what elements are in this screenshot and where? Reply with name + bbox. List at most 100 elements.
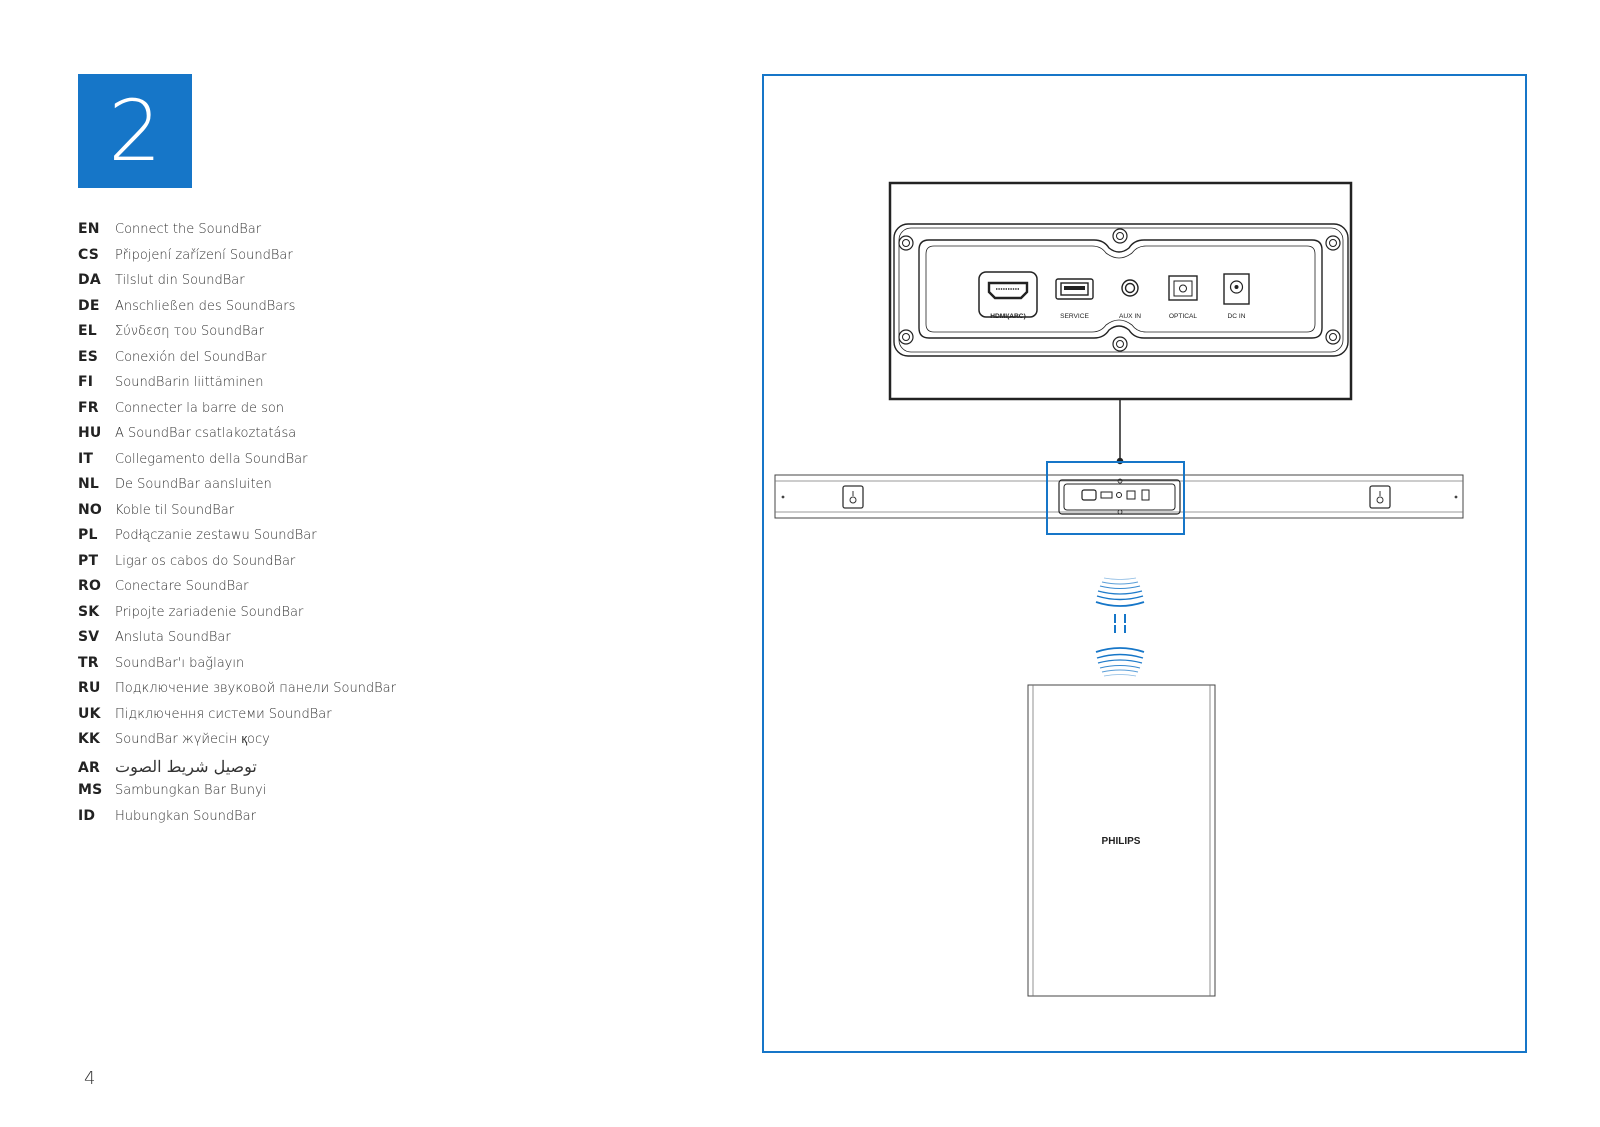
language-instruction: Anschließen des SoundBars [115,298,296,314]
language-code: RO [78,578,102,594]
language-row: NO Koble til SoundBar [78,502,598,528]
language-code: EL [78,323,97,339]
language-row: RU Подключение звуковой панели SoundBar [78,680,598,706]
language-code: SK [78,603,100,620]
language-row: EL Σύνδεση του SoundBar [78,323,598,349]
highlight-box [1046,461,1185,535]
language-instruction: Sambungkan Bar Bunyi [115,783,267,798]
screw-icon [1112,336,1128,352]
language-instruction: SoundBarin liittäminen [115,375,264,390]
soundbar-connector-panel [1058,478,1181,515]
dc-power-port-icon [1223,273,1250,305]
language-row: CS Připojení zařízení SoundBar [78,247,598,273]
language-code: SV [78,629,100,645]
language-code: ES [78,348,99,365]
language-instruction: SoundBar'ı bağlayın [115,655,245,671]
language-code: IT [78,450,94,467]
language-instruction: Подключение звуковой панели SoundBar [115,681,396,696]
language-code: FR [78,399,99,416]
subwoofer-illustration: PHILIPS [1027,684,1216,997]
step-number-badge: 2 [78,74,192,188]
language-row: ID Hubungkan SoundBar [78,808,598,834]
language-row: ES Conexión del SoundBar [78,349,598,375]
language-code: FI [78,374,94,390]
language-instruction: Hubungkan SoundBar [115,808,256,824]
language-code: ID [78,807,96,824]
language-row: NL De SoundBar aansluiten [78,476,598,502]
language-code: RU [78,680,101,696]
language-row: MS Sambungkan Bar Bunyi [78,782,598,808]
language-instruction: Ligar os cabos do SoundBar [115,553,296,569]
language-code: DA [78,272,101,288]
language-instruction: Koble til SoundBar [115,502,235,518]
language-code: MS [78,782,103,798]
language-row: UK Підключення системи SoundBar [78,706,598,732]
diagram-svg: HDMI(ARC) SERVICE AUX IN OPTICAL DC IN [774,181,1464,997]
language-code: PL [78,527,98,543]
screw-icon [898,235,914,251]
aux-port-label: AUX IN [1119,313,1141,320]
language-instruction: SoundBar жүйесін қосу [115,732,270,747]
language-row: EN Connect the SoundBar [78,221,598,247]
language-instruction: Conectare SoundBar [115,579,249,594]
language-code: TR [78,654,99,671]
connection-diagram: HDMI(ARC) SERVICE AUX IN OPTICAL DC IN [762,74,1527,1053]
language-instruction: Connecter la barre de son [115,400,285,416]
hdmi-port-icon [978,271,1038,318]
callout-line [1116,399,1124,465]
optical-port-icon [1168,275,1198,301]
language-code: DE [78,297,100,314]
screw-icon [898,329,914,345]
language-instruction: توصيل شريط الصوت [115,756,257,776]
language-instruction: Σύνδεση του SoundBar [115,324,264,339]
wall-mount-hole-icon [1369,485,1391,509]
language-row: FR Connecter la barre de son [78,400,598,426]
language-code: HU [78,425,102,441]
usb-port-icon [1055,278,1094,300]
service-port-label: SERVICE [1060,313,1089,320]
language-code: EN [78,221,100,237]
language-instruction: Connect the SoundBar [115,222,262,237]
aux-jack-icon [1121,279,1139,297]
language-code: NO [78,501,103,518]
language-instruction: Conexión del SoundBar [115,349,267,365]
language-code: KK [78,731,101,747]
language-row: SV Ansluta SoundBar [78,629,598,655]
page-number: 4 [84,1068,96,1089]
language-row: FI SoundBarin liittäminen [78,374,598,400]
language-row: IT Collegamento della SoundBar [78,451,598,477]
language-code: CS [78,246,100,263]
subwoofer-brand-logo: PHILIPS [1102,836,1141,847]
screw-icon [1112,228,1128,244]
language-row: PT Ligar os cabos do SoundBar [78,553,598,579]
language-instruction: Collegamento della SoundBar [115,451,308,467]
optical-port-label: OPTICAL [1169,313,1198,320]
screw-icon [1325,329,1341,345]
language-instruction: Připojení zařízení SoundBar [115,247,293,263]
language-row: KK SoundBar жүйесін қосу [78,731,598,757]
language-instruction: Підключення системи SoundBar [115,706,332,722]
language-code: PT [78,552,99,569]
language-row: AR توصيل شريط الصوت [78,757,598,783]
language-code: AR [78,759,101,776]
screw-icon [1325,235,1341,251]
language-code: UK [78,705,101,722]
rear-panel-zoom: HDMI(ARC) SERVICE AUX IN OPTICAL DC IN [888,181,1353,401]
soundbar-illustration [774,461,1464,535]
dc-port-label: DC IN [1228,313,1246,320]
hdmi-port-label: HDMI(ARC) [990,313,1026,320]
language-instruction: Ansluta SoundBar [115,630,231,645]
wall-mount-hole-icon [842,485,864,509]
language-row: TR SoundBar'ı bağlayın [78,655,598,681]
language-instruction: A SoundBar csatlakoztatása [115,426,297,441]
step-number: 2 [108,82,162,180]
language-code: NL [78,476,100,492]
language-row: DA Tilslut din SoundBar [78,272,598,298]
language-instruction: Tilslut din SoundBar [115,273,245,288]
language-row: DE Anschließen des SoundBars [78,298,598,324]
language-instruction: Podłączanie zestawu SoundBar [115,528,317,543]
language-row: HU A SoundBar csatlakoztatása [78,425,598,451]
language-instruction: De SoundBar aansluiten [115,477,272,492]
